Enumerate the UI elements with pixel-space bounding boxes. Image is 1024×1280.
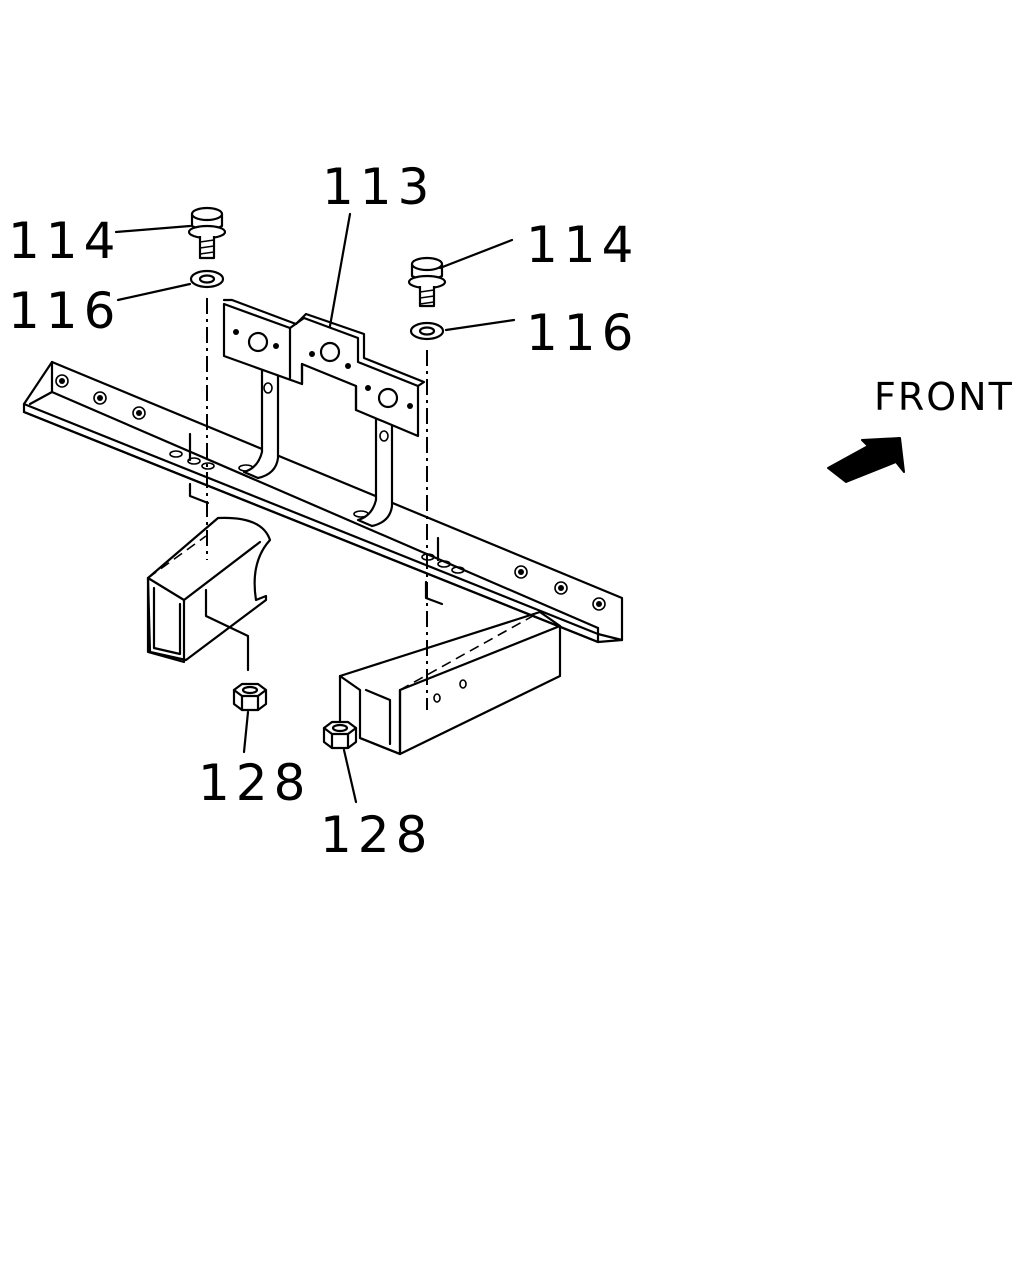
callout-116-right: 116 [526,304,639,362]
callout-113: 113 [322,158,435,216]
mounting-rail [22,360,624,644]
bolt-right [407,256,447,308]
nut-left [232,682,268,712]
front-label: FRONT [874,375,1014,419]
callout-114-right: 114 [526,216,639,274]
callout-128-left: 128 [198,754,311,812]
frame-channel-left [146,516,272,672]
bracket-assembly [222,298,426,528]
washer-right [409,321,445,341]
washer-left [189,269,225,289]
leader-lines [114,212,516,804]
frame-channel-right [338,610,562,756]
nut-right [322,720,358,750]
bolt-left [187,206,227,260]
callout-114-left: 114 [8,212,121,270]
front-arrow-icon [827,437,905,483]
callout-116-left: 116 [8,282,121,340]
callout-128-right: 128 [320,806,433,864]
